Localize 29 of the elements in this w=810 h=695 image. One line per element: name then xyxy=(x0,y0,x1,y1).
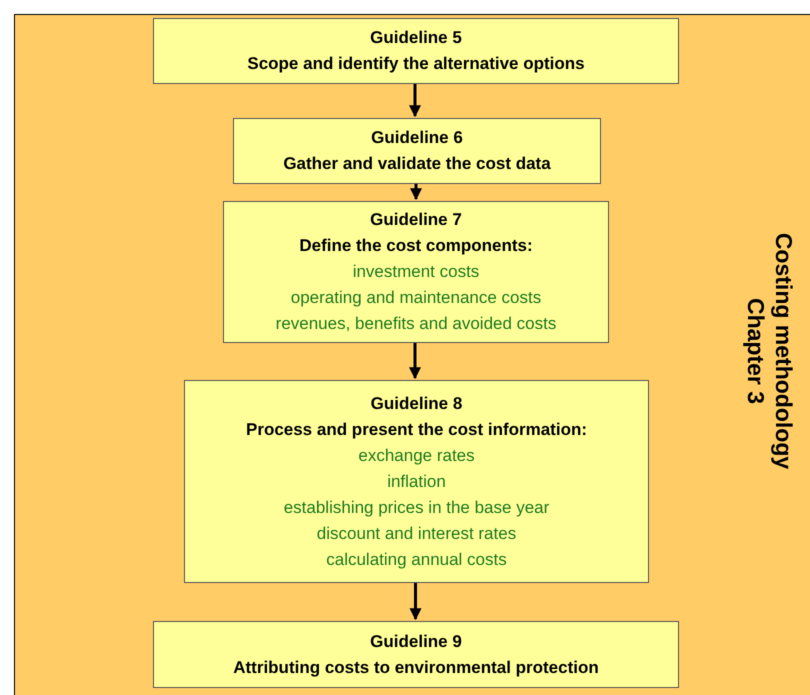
cost-item: exchange rates xyxy=(358,444,475,466)
cost-item: operating and maintenance costs xyxy=(290,287,542,309)
guideline-number: Guideline 5 xyxy=(370,27,462,49)
cost-item: inflation xyxy=(387,470,446,492)
guideline-number: Guideline 7 xyxy=(370,209,462,231)
arrow xyxy=(409,84,421,118)
cost-item: revenues, benefits and avoided costs xyxy=(276,313,556,335)
arrow xyxy=(410,184,422,200)
cost-item: discount and interest rates xyxy=(316,522,516,544)
arrow xyxy=(409,343,421,380)
guideline-box xyxy=(184,380,649,583)
cost-item: establishing prices in the base year xyxy=(284,496,550,518)
guideline-box xyxy=(153,18,679,84)
guideline-title: Attributing costs to environmental protection xyxy=(233,656,599,679)
guideline-title: Process and present the cost information: xyxy=(246,418,587,440)
guideline-number: Guideline 6 xyxy=(371,127,463,149)
cost-item: investment costs xyxy=(352,261,480,283)
guideline-number: Guideline 9 xyxy=(370,630,462,652)
chapter-heading: Costing methodology Chapter 3 xyxy=(742,232,798,472)
arrow xyxy=(410,583,422,620)
guideline-title: Gather and validate the cost data xyxy=(283,153,551,175)
guideline-box xyxy=(223,201,609,343)
guideline-title: Scope and identify the alternative options xyxy=(247,53,585,75)
guideline-number: Guideline 8 xyxy=(370,392,462,414)
guideline-box xyxy=(233,118,601,184)
guideline-title: Define the cost components: xyxy=(299,235,533,257)
cost-item: calculating annual costs xyxy=(326,548,507,570)
guideline-box xyxy=(153,621,679,688)
chapter-panel xyxy=(14,14,810,695)
